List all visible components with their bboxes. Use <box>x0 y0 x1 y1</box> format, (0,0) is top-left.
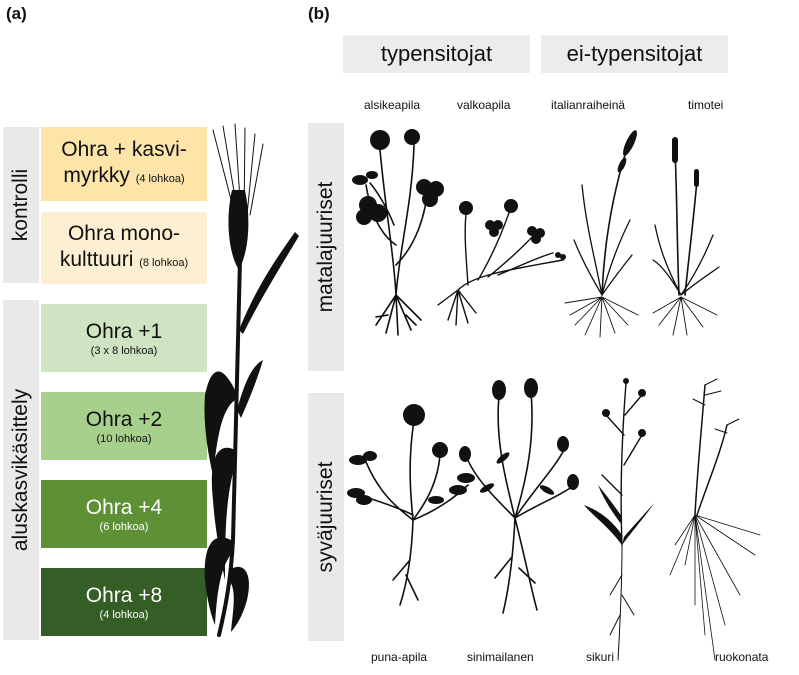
treatment-box-plus8: Ohra +8 (4 lohkoa) <box>41 568 207 636</box>
treatment-box-monoculture: Ohra mono- kulttuuri (8 lohkoa) <box>41 212 207 284</box>
plant-label-italianraiheina: italianraiheinä <box>551 98 626 112</box>
treatment-line1: Ohra +8 <box>85 584 163 607</box>
white-clover-plant-icon <box>437 199 566 326</box>
treatment-line1: Ohra +1 <box>85 320 163 343</box>
plant-label-ruokonata: ruokonata <box>715 650 769 664</box>
plant-label-valkoapila: valkoapila <box>457 98 511 112</box>
treatment-line2: myrkky <box>63 163 130 187</box>
undersown-group-bar: aluskasvikäsittely <box>3 300 39 640</box>
control-group-label: kontrolli <box>9 168 32 242</box>
alfalfa-plant-icon <box>459 378 579 614</box>
treatment-line1: Ohra +4 <box>85 496 163 519</box>
treatment-note: (4 lohkoa) <box>135 172 185 185</box>
undersown-group-label: aluskasvikäsittely <box>9 388 32 552</box>
row-label-shallow-rooted: matalajuuriset <box>314 181 337 313</box>
plant-label-sinimailanen: sinimailanen <box>467 650 534 664</box>
column-header-nitrogen-fixers: typensitojat <box>343 35 530 73</box>
treatment-box-plus1: Ohra +1 (3 x 8 lohkoa) <box>41 304 207 372</box>
treatment-note: (8 lohkoa) <box>139 256 189 269</box>
treatment-box-plus2: Ohra +2 (10 lohkoa) <box>41 392 207 460</box>
treatment-note: (4 lohkoa) <box>99 609 149 621</box>
treatment-line1: Ohra + kasvi- <box>61 137 187 161</box>
plant-label-timotei: timotei <box>688 98 724 112</box>
panel-b-label: (b) <box>308 4 330 23</box>
tall-fescue-plant-icon <box>669 378 761 661</box>
control-group-bar: kontrolli <box>3 127 39 283</box>
alsike-clover-plant-icon <box>352 129 444 336</box>
treatment-box-plus4: Ohra +4 (6 lohkoa) <box>41 480 207 548</box>
treatment-note: (3 x 8 lohkoa) <box>90 345 158 357</box>
row-label-deep-rooted: syväjuuriset <box>314 461 337 573</box>
plant-label-alsikeapila: alsikeapila <box>364 98 421 112</box>
row-bar-deep: syväjuuriset <box>308 393 344 641</box>
red-clover-plant-icon <box>347 404 475 606</box>
treatment-line1: Ohra mono- <box>67 221 181 245</box>
plant-label-puna-apila: puna-apila <box>371 650 428 664</box>
treatment-note: (6 lohkoa) <box>99 521 149 533</box>
treatment-box-herbicide: Ohra + kasvi- myrkky (4 lohkoa) <box>41 127 207 201</box>
plant-label-sikuri: sikuri <box>586 650 615 664</box>
barley-plant-icon <box>204 123 299 637</box>
treatment-line2: kulttuuri <box>59 247 134 271</box>
italian-ryegrass-plant-icon <box>564 130 639 338</box>
treatment-note: (10 lohkoa) <box>96 433 152 445</box>
timothy-grass-plant-icon <box>652 137 720 336</box>
treatment-line1: Ohra +2 <box>85 408 163 431</box>
chicory-plant-icon <box>584 378 654 661</box>
row-bar-shallow: matalajuuriset <box>308 123 344 371</box>
column-header-non-nitrogen-fixers: ei-typensitojat <box>541 35 728 73</box>
panel-a-label: (a) <box>6 4 27 23</box>
